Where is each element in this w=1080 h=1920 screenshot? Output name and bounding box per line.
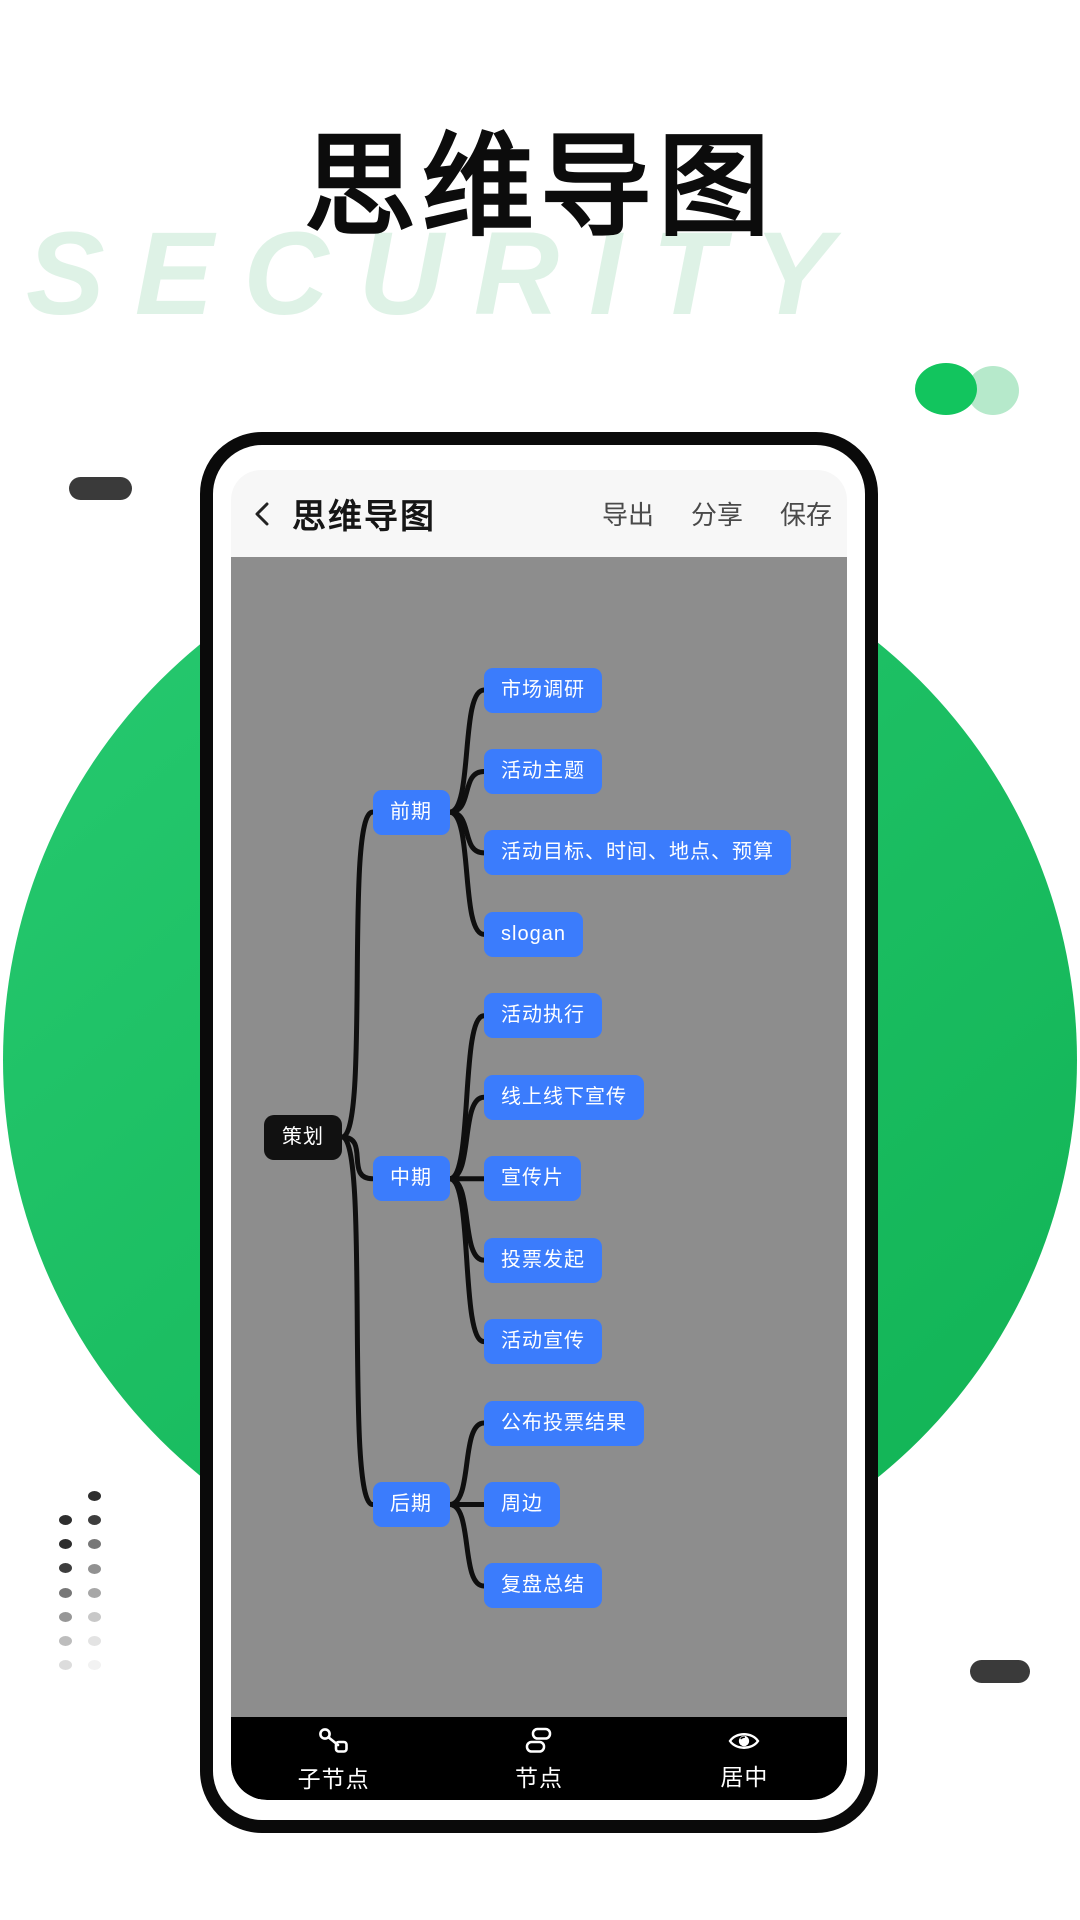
- mindmap-node[interactable]: 市场调研: [484, 667, 602, 713]
- mindmap-edge: [447, 809, 487, 937]
- phone-frame: 思维导图 导出 分享 保存 市场调研活动主题活动目标、时间、地点、预算 sloga…: [200, 432, 878, 1833]
- subnode-icon: [318, 1727, 348, 1753]
- dot-decoration: [58, 1587, 72, 1598]
- mindmap-canvas[interactable]: 市场调研活动主题活动目标、时间、地点、预算 slogan 前期活动执行线上线下宣传宣…: [231, 557, 847, 1717]
- dot-decoration: [87, 1539, 101, 1550]
- save-button[interactable]: 保存: [779, 500, 832, 530]
- dot-decoration: [58, 1636, 72, 1646]
- pill-decoration-left: [69, 477, 132, 500]
- export-button[interactable]: 导出: [601, 500, 654, 530]
- mindmap-edge: [339, 1134, 375, 1182]
- page-title: 思维导图: [304, 124, 776, 249]
- mindmap-edge: [339, 1134, 375, 1507]
- toolbar-node-button[interactable]: 节点: [436, 1717, 641, 1800]
- mindmap-node[interactable]: 活动执行: [484, 993, 602, 1039]
- dot-decoration: [87, 1660, 101, 1671]
- pill-decoration-right: [970, 1660, 1030, 1683]
- mindmap-edge: [447, 1176, 487, 1345]
- dot-decoration: [58, 1660, 72, 1671]
- mindmap-node[interactable]: 投票发起: [484, 1237, 602, 1283]
- mindmap-node[interactable]: 活动主题: [484, 748, 602, 794]
- dot-decoration: [87, 1491, 101, 1501]
- node-icon: [525, 1727, 552, 1753]
- dot-decoration: [87, 1612, 101, 1622]
- dot-decoration: [58, 1611, 72, 1622]
- dot-decoration: [58, 1539, 72, 1550]
- security-watermark: SECURITY: [26, 208, 863, 340]
- mindmap-edge: [447, 1420, 487, 1507]
- toolbar-subnode-button[interactable]: 子节点: [231, 1717, 436, 1800]
- header-title: 思维导图: [292, 498, 436, 536]
- back-button[interactable]: [247, 498, 279, 530]
- mindmap-node[interactable]: 复盘总结: [484, 1563, 602, 1609]
- share-button[interactable]: 分享: [690, 500, 743, 530]
- toolbar-center-button[interactable]: 居中: [642, 1717, 847, 1800]
- mindmap-node[interactable]: 策划: [264, 1114, 342, 1160]
- mindmap-node[interactable]: 线上线下宣传: [484, 1074, 644, 1120]
- mindmap-edge: [447, 1502, 487, 1589]
- header-actions: 导出 分享 保存: [602, 495, 832, 532]
- dot-decoration: [58, 1515, 72, 1525]
- app-header: 思维导图 导出 分享 保存: [231, 470, 847, 557]
- mindmap-edges: [339, 687, 487, 1589]
- mindmap-node[interactable]: 前期: [372, 789, 450, 835]
- mindmap-node[interactable]: 活动目标、时间、地点、预算: [484, 830, 791, 876]
- chevron-left-icon: [255, 502, 269, 525]
- toolbar-center-label: 居中: [720, 1763, 769, 1790]
- toolbar-subnode-label: 子节点: [297, 1765, 370, 1792]
- mindmap-edge: [447, 1094, 487, 1182]
- dot-decoration: [87, 1587, 101, 1598]
- dot-decoration: [58, 1563, 72, 1574]
- center-eye-icon: [728, 1732, 760, 1749]
- toolbar-node-label: 节点: [514, 1764, 563, 1791]
- mindmap-node[interactable]: 宣传片: [484, 1156, 581, 1202]
- mindmap-node[interactable]: 公布投票结果: [484, 1400, 644, 1446]
- mindmap-edge: [339, 809, 375, 1140]
- dot-decoration: [87, 1636, 101, 1647]
- mindmap-edge: [447, 687, 487, 815]
- bottom-toolbar: 子节点 节点 居中: [231, 1717, 847, 1800]
- mindmap-node[interactable]: 周边: [484, 1482, 560, 1527]
- mindmap-node[interactable]: slogan: [484, 911, 583, 957]
- dot-decoration: [87, 1563, 101, 1574]
- mindmap-node[interactable]: 后期: [372, 1482, 450, 1527]
- dot-decoration: [87, 1515, 101, 1526]
- mindmap-node[interactable]: 活动宣传: [484, 1319, 602, 1365]
- mindmap-node[interactable]: 中期: [372, 1156, 450, 1202]
- app-screen: 思维导图 导出 分享 保存 市场调研活动主题活动目标、时间、地点、预算 sloga…: [231, 470, 847, 1800]
- toggle-dot-dark: [915, 363, 977, 415]
